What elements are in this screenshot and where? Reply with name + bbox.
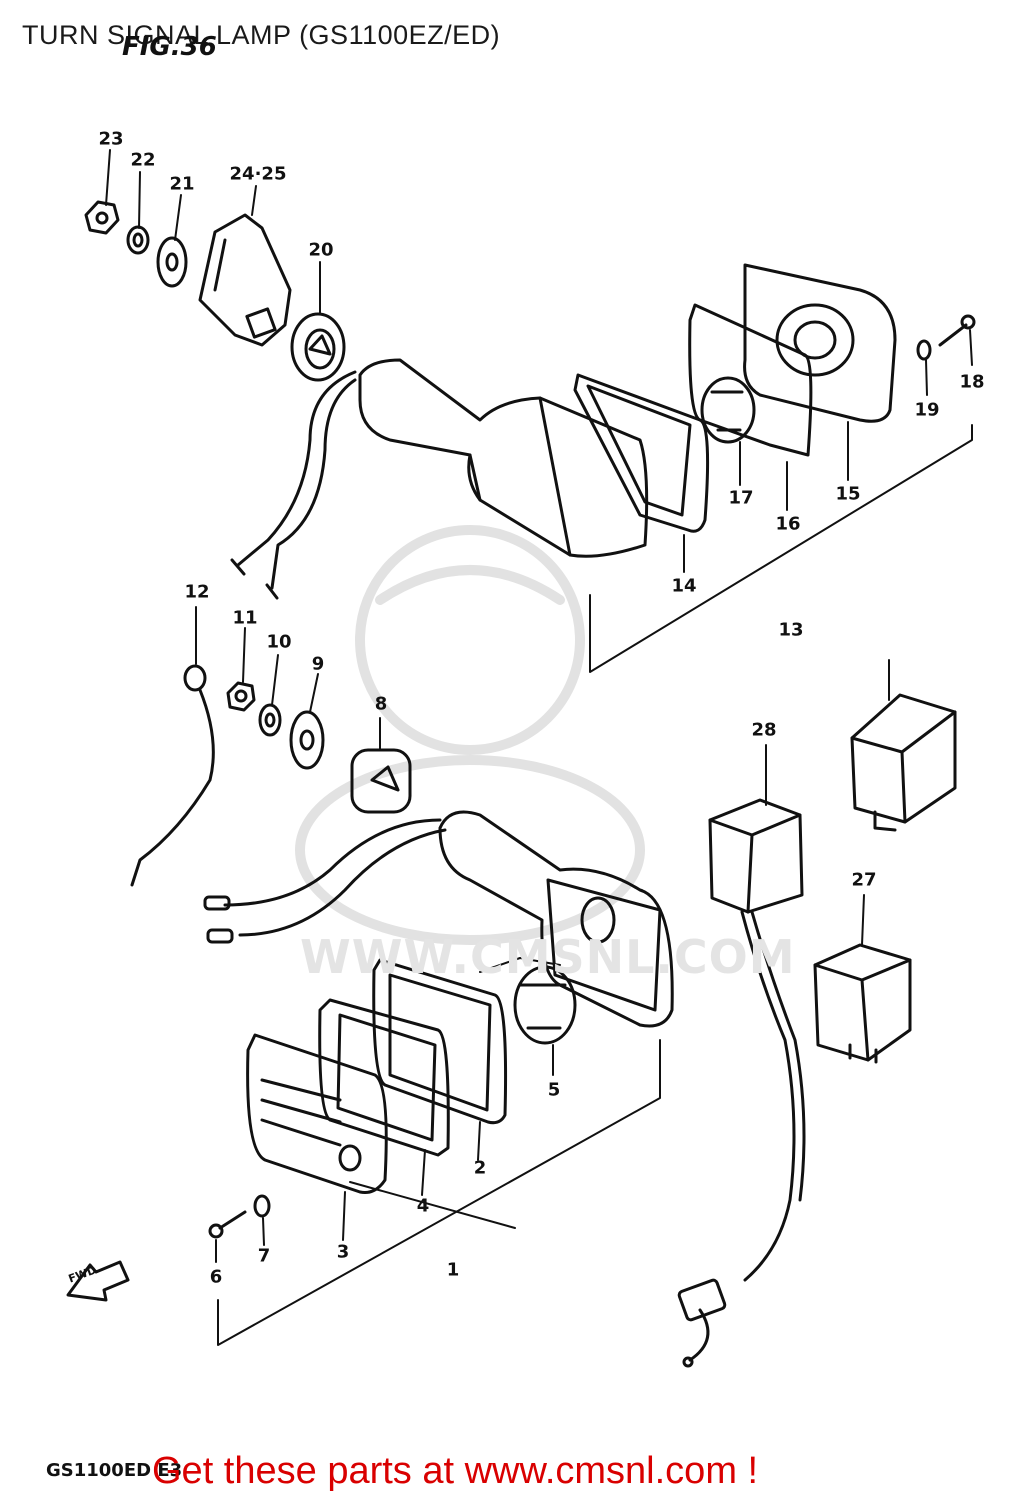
part-4-gasket <box>318 998 450 1157</box>
callout-4: 4 <box>416 1195 430 1217</box>
promo-link[interactable]: Get these parts at www.cmsnl.com ! <box>152 1450 759 1492</box>
callout-15: 15 <box>835 483 861 505</box>
callout-21: 21 <box>169 173 195 195</box>
model-label: GS1100ED E3 <box>46 1460 183 1481</box>
relay-harness <box>677 910 806 1368</box>
upper-wires <box>230 370 357 600</box>
part-28-relay <box>850 693 957 832</box>
callout-9: 9 <box>311 653 325 675</box>
part-5-bulb <box>513 965 577 1045</box>
part-12-ground-wire <box>130 664 215 887</box>
callout-10: 10 <box>266 631 292 653</box>
upper-lamp-body <box>358 358 649 558</box>
part-19-washer <box>916 339 932 361</box>
leaders-upper <box>105 149 973 573</box>
fwd-arrow-icon <box>66 1260 130 1302</box>
part-23-nut <box>84 200 120 235</box>
lower-lamp-housing <box>438 810 674 1028</box>
callout-23: 23 <box>98 128 124 150</box>
callout-6: 6 <box>209 1266 223 1288</box>
part-24-25-bracket <box>198 213 292 347</box>
part-27-relay <box>708 798 804 914</box>
part-2-gasket <box>372 958 508 1125</box>
watermark-text: WWW.CMSNL.COM <box>300 930 796 984</box>
callout-11: 11 <box>232 607 258 629</box>
part-7-washer <box>253 1194 271 1218</box>
part-3-lens <box>246 1033 388 1194</box>
watermark-mascot <box>295 525 645 945</box>
part-21-washer <box>156 236 188 288</box>
callout-17: 17 <box>728 487 754 509</box>
callout-20: 20 <box>308 239 334 261</box>
leader-13 <box>589 424 973 673</box>
part-18-screw <box>938 314 976 347</box>
part-6-screw <box>208 1210 247 1239</box>
part-26-relay <box>813 943 912 1064</box>
part-20-grommet <box>290 312 346 382</box>
callout-19: 19 <box>914 399 940 421</box>
part-9-washer <box>289 710 325 770</box>
callout-7: 7 <box>257 1245 271 1267</box>
callout-8: 8 <box>374 693 388 715</box>
diagram-title: TURN SIGNAL LAMP (GS1100EZ/ED) <box>22 20 501 50</box>
figure-label: FIG.36 <box>122 32 217 62</box>
part-17-bulb <box>700 376 756 444</box>
callout-16: 16 <box>775 513 801 535</box>
callout-26: 27 <box>851 869 877 891</box>
callout-22: 22 <box>130 149 156 171</box>
callout-24-25: 24·25 <box>229 163 287 185</box>
callout-2: 2 <box>473 1157 487 1179</box>
part-14-gasket <box>573 373 710 533</box>
part-11-nut <box>226 681 256 712</box>
callout-14: 14 <box>671 575 697 597</box>
lower-wires <box>203 818 447 944</box>
callout-13: 13 <box>778 619 804 641</box>
callout-5: 5 <box>547 1079 561 1101</box>
callout-27: 28 <box>751 719 777 741</box>
callout-12: 12 <box>184 581 210 603</box>
part-22-washer <box>126 225 150 255</box>
callout-3: 3 <box>336 1241 350 1263</box>
part-16-gasket <box>688 303 813 457</box>
callout-1: 1 <box>446 1259 460 1281</box>
callout-18: 18 <box>959 371 985 393</box>
part-15-lens <box>743 263 897 423</box>
leaders-lower <box>195 606 890 1346</box>
part-10-washer <box>258 703 282 737</box>
